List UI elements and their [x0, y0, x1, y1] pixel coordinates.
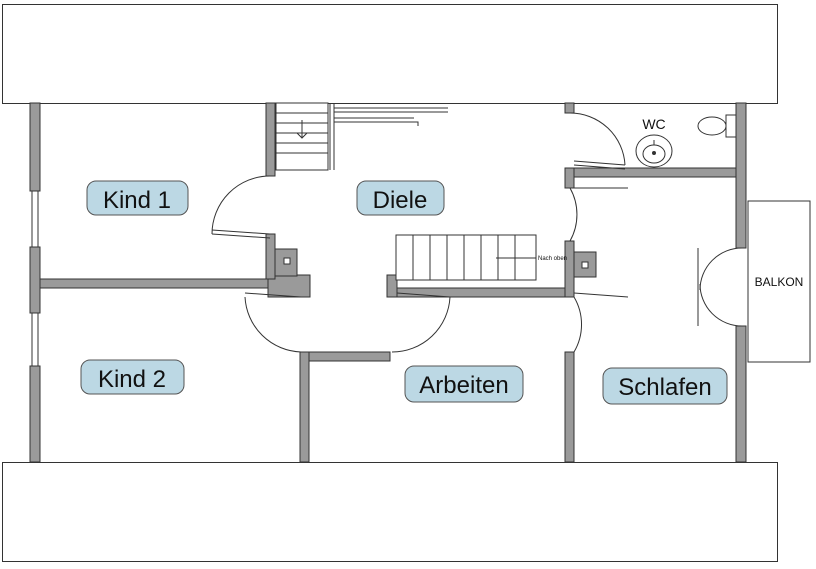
- roof-band-bottom: [2, 462, 778, 562]
- washbasin-fixture: [635, 134, 673, 168]
- room-label-diele-text: Diele: [373, 187, 428, 214]
- balcony: [747, 200, 811, 363]
- room-label-arbeiten: Arbeiten: [404, 365, 524, 403]
- room-label-kind-1: Kind 1: [86, 180, 189, 216]
- room-label-kind-2: Kind 2: [80, 359, 185, 395]
- vent-2: [581, 261, 589, 269]
- room-label-kind-1-text: Kind 1: [103, 187, 171, 214]
- roof-band-top: [2, 4, 778, 104]
- main-stair: [395, 234, 537, 281]
- room-label-diele: Diele: [356, 180, 445, 216]
- toilet-fixture: [697, 114, 737, 138]
- stair-direction-label: Nach oben: [538, 256, 567, 262]
- vent-1: [283, 257, 291, 265]
- room-label-schlafen-text: Schlafen: [618, 374, 711, 401]
- balcony-label: BALKON: [755, 275, 804, 289]
- wc-label: WC: [642, 116, 665, 132]
- room-label-schlafen: Schlafen: [602, 367, 728, 405]
- room-label-kind-2-text: Kind 2: [98, 366, 166, 393]
- left-windows: [31, 191, 39, 366]
- upper-stair: [275, 102, 448, 171]
- doors: [211, 112, 743, 353]
- walls: [29, 102, 747, 463]
- room-label-arbeiten-text: Arbeiten: [419, 372, 508, 399]
